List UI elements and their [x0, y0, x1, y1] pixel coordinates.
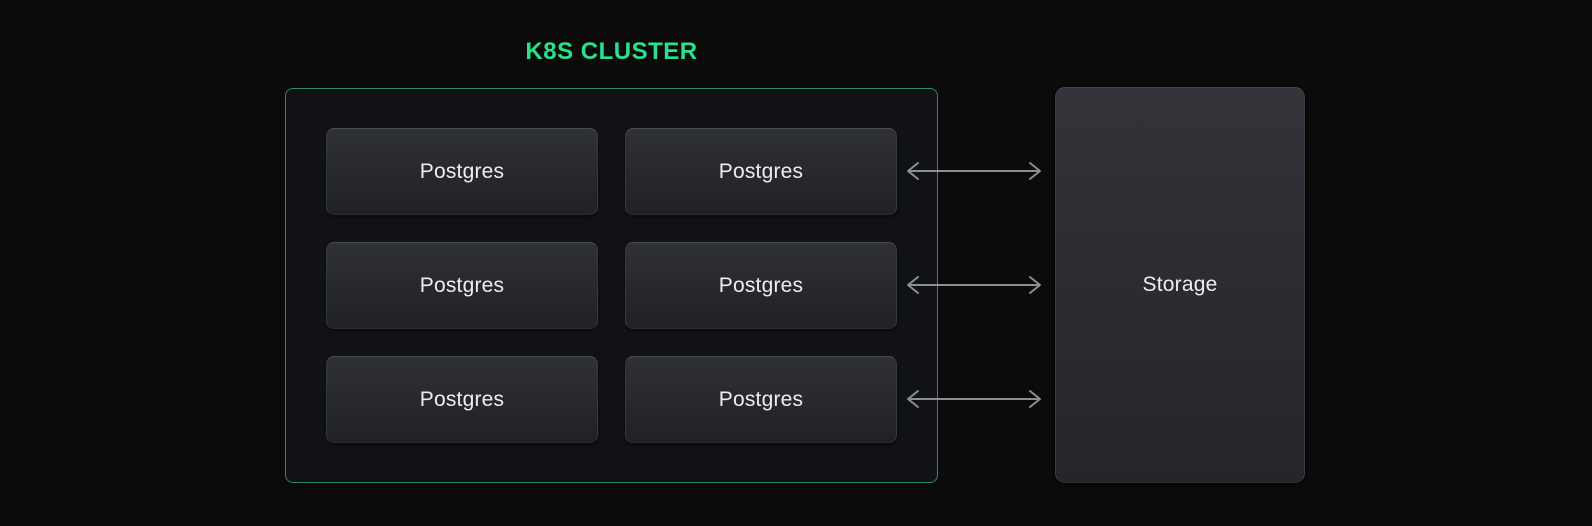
postgres-node: Postgres	[625, 128, 897, 215]
postgres-node-label: Postgres	[718, 273, 804, 297]
postgres-node-label: Postgres	[419, 273, 505, 297]
postgres-node-label: Postgres	[419, 387, 505, 411]
postgres-node-label: Postgres	[718, 387, 804, 411]
postgres-node: Postgres	[625, 242, 897, 329]
postgres-node: Postgres	[625, 356, 897, 443]
postgres-node: Postgres	[326, 356, 598, 443]
bidirectional-arrow	[907, 390, 1041, 408]
bidirectional-arrow	[907, 162, 1041, 180]
bidirectional-arrow	[907, 276, 1041, 294]
storage-label: Storage	[1142, 273, 1218, 296]
cluster-title: K8S CLUSTER	[525, 38, 698, 65]
postgres-node-label: Postgres	[419, 159, 505, 183]
storage-node: Storage	[1055, 87, 1305, 483]
postgres-node: Postgres	[326, 242, 598, 329]
postgres-node-label: Postgres	[718, 159, 804, 183]
postgres-node: Postgres	[326, 128, 598, 215]
k8s-cluster-box: Postgres Postgres Postgres Postgres Post…	[285, 88, 938, 483]
